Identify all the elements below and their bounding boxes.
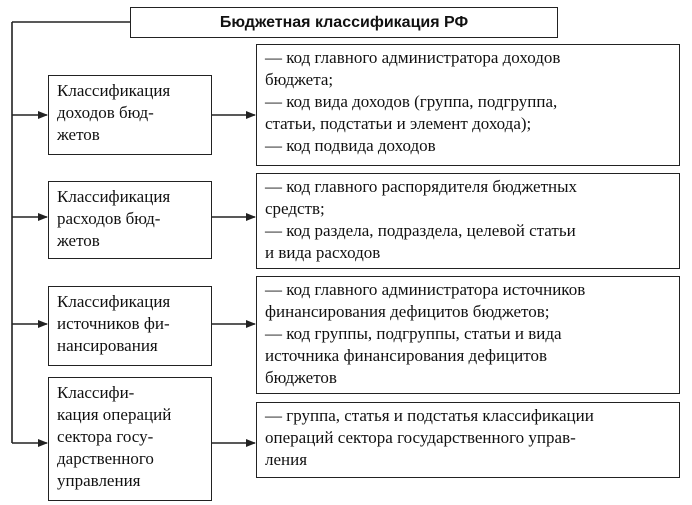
category-line: управления <box>57 471 141 490</box>
category-box-government-operations: Классифи- кация операций сектора госу- д… <box>48 377 212 501</box>
category-line: нансирования <box>57 336 158 355</box>
category-line: расходов бюд- <box>57 209 161 228</box>
diagram-title: Бюджетная классификация РФ <box>219 13 469 31</box>
detail-line: бюджетов <box>265 368 337 387</box>
detail-box-financing-sources: — код главного администратора источников… <box>256 276 680 394</box>
detail-line: — код группы, подгруппы, статьи и вида <box>265 324 562 343</box>
detail-line: — код главного администратора источников <box>265 280 586 299</box>
category-line: кация операций <box>57 405 172 424</box>
category-box-revenue: Классификация доходов бюд- жетов <box>48 75 212 155</box>
category-line: Классификация <box>57 187 171 206</box>
category-line: жетов <box>57 231 100 250</box>
category-box-expenses: Классификация расходов бюд- жетов <box>48 181 212 259</box>
detail-line: и вида расходов <box>265 243 381 262</box>
diagram-title-box: Бюджетная классификация РФ <box>130 7 558 38</box>
detail-line: — код главного администратора доходов <box>265 48 561 67</box>
category-line: доходов бюд- <box>57 103 154 122</box>
category-box-financing-sources: Классификация источников фи- нансировани… <box>48 286 212 366</box>
detail-box-expenses: — код главного распорядителя бюджетных с… <box>256 173 680 269</box>
category-line: Классификация <box>57 81 171 100</box>
detail-line: статьи, подстатьи и элемент дохода); <box>265 114 532 133</box>
category-line: Классифи- <box>57 383 135 402</box>
detail-line: финансирования дефицитов бюджетов; <box>265 302 550 321</box>
category-line: Классификация <box>57 292 171 311</box>
detail-line: операций сектора государственного управ- <box>265 428 576 447</box>
category-line: источников фи- <box>57 314 170 333</box>
detail-line: — код раздела, подраздела, целевой стать… <box>265 221 576 240</box>
detail-line: источника финансирования дефицитов <box>265 346 548 365</box>
detail-line: — код главного распорядителя бюджетных <box>265 177 578 196</box>
category-line: сектора госу- <box>57 427 154 446</box>
detail-line: — код вида доходов (группа, подгруппа, <box>265 92 558 111</box>
category-line: жетов <box>57 125 100 144</box>
detail-line: бюджета; <box>265 70 334 89</box>
detail-line: ления <box>265 450 308 469</box>
category-line: дарственного <box>57 449 154 468</box>
detail-line: — группа, статья и подстатья классификац… <box>265 406 594 425</box>
detail-line: средств; <box>265 199 325 218</box>
detail-box-government-operations: — группа, статья и подстатья классификац… <box>256 402 680 478</box>
detail-box-revenue: — код главного администратора доходов бю… <box>256 44 680 166</box>
detail-line: — код подвида доходов <box>265 136 436 155</box>
